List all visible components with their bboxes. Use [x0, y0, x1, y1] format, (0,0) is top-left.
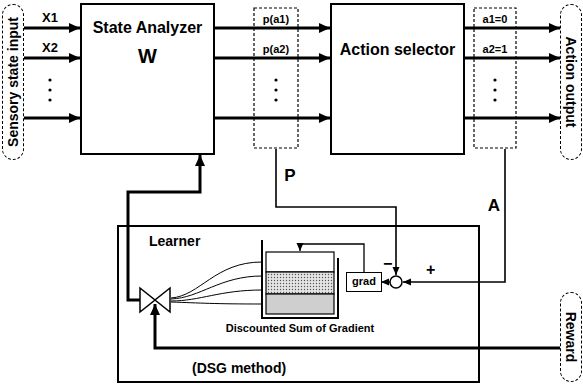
connector [465, 27, 560, 30]
input-terminal: Sensory state input [2, 4, 24, 160]
summing-junction [390, 276, 402, 288]
connector [24, 117, 80, 120]
input-terminal: Reward [560, 292, 582, 382]
connector [465, 57, 560, 60]
signal-label: p(a1) [262, 13, 290, 26]
connector [465, 117, 560, 120]
process-box: State AnalyzerW [80, 3, 215, 155]
node-text: (DSG method) [192, 360, 286, 376]
node-title: grad [352, 275, 376, 288]
connector [403, 149, 505, 282]
node-title: Action output [563, 37, 579, 128]
stack-layer [266, 252, 334, 272]
sign-label: − [382, 255, 393, 273]
stack-layer [266, 272, 334, 294]
signal-label: a1=0 [482, 13, 509, 26]
signal-label: a2=1 [482, 43, 509, 56]
stack-caption: Discounted Sum of Gradient [225, 322, 376, 335]
stack-frame [262, 240, 338, 318]
node-title: Learner [149, 233, 200, 249]
connector [215, 27, 330, 30]
stack-layer [266, 294, 334, 314]
signal-label: X2 [41, 41, 59, 56]
node-text: W [138, 45, 157, 68]
connector [24, 27, 80, 30]
node-title: Sensory state input [5, 17, 21, 147]
ellipsis-dots [48, 78, 496, 101]
signal-label: p(a2) [262, 43, 290, 56]
fan-lines [171, 262, 262, 304]
connector [128, 155, 200, 300]
output-terminal: Action output [560, 4, 582, 160]
grad-box: grad [346, 272, 382, 292]
signal-label: P [283, 166, 296, 186]
connector [24, 57, 80, 60]
node-title: Reward [563, 312, 579, 363]
signal-line [300, 244, 364, 272]
connector [276, 149, 396, 275]
connector [215, 117, 330, 120]
learner-box: Learner (DSG method) grad [117, 225, 480, 383]
signal-label: X1 [41, 11, 59, 26]
node-title: Action selector [340, 41, 456, 59]
node-title: State Analyzer [93, 19, 203, 37]
process-box: Action selector [330, 3, 465, 155]
signal-line [381, 281, 390, 282]
signal-label: A [487, 196, 501, 216]
connector [215, 57, 330, 60]
sign-label: + [425, 261, 436, 279]
connector [155, 304, 560, 348]
